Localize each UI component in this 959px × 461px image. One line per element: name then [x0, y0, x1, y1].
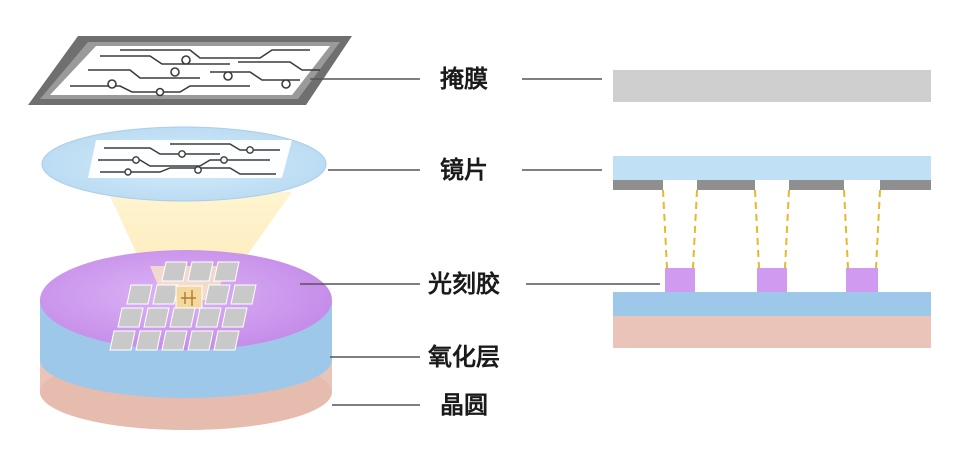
die — [126, 284, 153, 305]
lens — [41, 126, 327, 202]
die — [109, 330, 136, 351]
die — [230, 284, 257, 305]
die — [221, 307, 248, 328]
cross-section-mask — [613, 70, 931, 102]
die — [161, 330, 188, 351]
die — [187, 330, 214, 351]
die — [161, 261, 188, 282]
die — [135, 330, 162, 351]
die — [117, 307, 144, 328]
die — [213, 261, 240, 282]
wafer-stack — [40, 250, 332, 430]
mask-plate — [28, 36, 352, 105]
die — [152, 284, 179, 305]
die — [204, 284, 231, 305]
cross-section-chrome — [613, 180, 931, 190]
die — [169, 307, 196, 328]
mask-circuit-pattern — [70, 49, 320, 97]
label-wafer: 晶圆 — [440, 391, 488, 419]
die — [195, 307, 222, 328]
die — [213, 330, 240, 351]
label-lens: 镜片 — [440, 156, 488, 184]
cross-section-light-rays — [662, 189, 881, 269]
label-photoresist: 光刻胶 — [428, 270, 500, 298]
die-grid — [109, 261, 257, 351]
cross-section-oxide — [613, 292, 931, 316]
cross-section-wafer — [613, 316, 931, 348]
label-oxide-layer: 氧化层 — [428, 343, 500, 371]
die — [143, 307, 170, 328]
die — [187, 261, 214, 282]
leader-lines — [300, 78, 660, 406]
label-mask: 掩膜 — [440, 65, 488, 93]
exposed-die — [175, 285, 203, 309]
cross-section-photoresist — [665, 268, 878, 292]
lens-circuit-pattern — [98, 143, 280, 176]
cross-section-lens — [613, 156, 931, 180]
